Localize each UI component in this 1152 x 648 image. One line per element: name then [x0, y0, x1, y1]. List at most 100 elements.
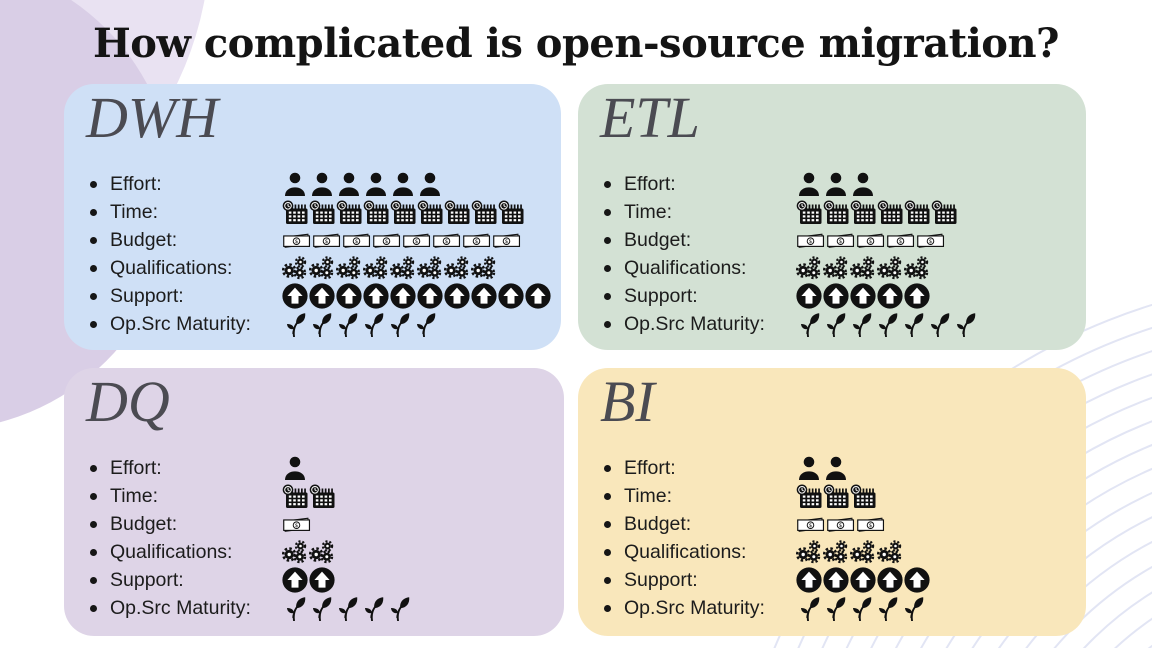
calendar-clock-icon — [877, 200, 903, 225]
arrow-up-circle-icon — [444, 283, 470, 309]
icon-row — [282, 283, 551, 309]
banknote-icon — [462, 231, 491, 250]
banknote-icon — [402, 231, 431, 250]
metric-label: Op.Src Maturity: — [624, 312, 765, 335]
card-title-script: BI — [600, 369, 655, 434]
gears-icon — [904, 256, 930, 280]
icon-row — [796, 200, 957, 225]
metric-row: Time: — [602, 482, 930, 510]
gears-icon — [850, 540, 876, 564]
metric-label: Qualifications: — [110, 256, 233, 279]
arrow-up-circle-icon — [796, 283, 822, 309]
metric-row: Effort: — [88, 170, 551, 198]
metric-row: Time: — [88, 198, 551, 226]
gears-icon — [877, 540, 903, 564]
seedling-icon — [308, 595, 333, 621]
metric-label: Op.Src Maturity: — [110, 596, 251, 619]
seedling-icon — [952, 311, 977, 337]
bullet-dot — [604, 548, 611, 556]
metric-row: Time: — [602, 198, 977, 226]
metric-label: Support: — [624, 284, 698, 307]
bullet-dot — [604, 208, 611, 216]
metric-label: Op.Src Maturity: — [110, 312, 251, 335]
icon-row — [282, 484, 335, 509]
bullet-dot — [90, 320, 97, 328]
gears-icon — [282, 540, 308, 564]
gears-icon — [471, 256, 497, 280]
person-icon — [850, 172, 876, 196]
person-icon — [336, 172, 362, 196]
icon-row — [282, 515, 311, 534]
metric-label: Budget: — [624, 512, 692, 535]
page-title: How complicated is open-source migration… — [92, 20, 1060, 67]
arrow-up-circle-icon — [309, 283, 335, 309]
calendar-clock-icon — [390, 200, 416, 225]
icon-row — [796, 172, 876, 196]
bullet-dot — [90, 180, 97, 188]
banknote-icon — [916, 231, 945, 250]
calendar-clock-icon — [850, 484, 876, 509]
gears-icon — [390, 256, 416, 280]
bullet-dot — [90, 604, 97, 612]
metric-rows: Effort:Time:Budget: Qualifications: Suppor… — [88, 170, 551, 338]
icon-row — [796, 484, 876, 509]
gears-icon — [877, 256, 903, 280]
metric-row: Support: — [602, 566, 930, 594]
metric-label: Support: — [110, 284, 184, 307]
banknote-icon — [282, 231, 311, 250]
person-icon — [823, 456, 849, 480]
seedling-icon — [282, 311, 307, 337]
metric-row: Support: — [602, 282, 977, 310]
calendar-clock-icon — [282, 484, 308, 509]
metric-label: Op.Src Maturity: — [624, 596, 765, 619]
calendar-clock-icon — [417, 200, 443, 225]
metric-label: Budget: — [624, 228, 692, 251]
icon-row — [796, 515, 885, 534]
bullet-dot — [604, 576, 611, 584]
calendar-clock-icon — [498, 200, 524, 225]
bullet-dot — [604, 264, 611, 272]
bullet-dot — [90, 292, 97, 300]
bullet-dot — [604, 180, 611, 188]
bullet-dot — [90, 492, 97, 500]
metric-label: Effort: — [110, 456, 162, 479]
bullet-dot — [90, 520, 97, 528]
icon-row — [796, 231, 945, 250]
seedling-icon — [796, 595, 821, 621]
calendar-clock-icon — [471, 200, 497, 225]
seedling-icon — [386, 311, 411, 337]
calendar-clock-icon — [823, 484, 849, 509]
arrow-up-circle-icon — [282, 567, 308, 593]
seedling-icon — [822, 595, 847, 621]
calendar-clock-icon — [850, 200, 876, 225]
gears-icon — [823, 256, 849, 280]
gears-icon — [850, 256, 876, 280]
seedling-icon — [848, 311, 873, 337]
card-title-script: DWH — [86, 85, 219, 150]
metric-row: Budget: — [602, 226, 977, 254]
person-icon — [796, 172, 822, 196]
arc-line — [1080, 630, 1152, 648]
icon-row — [796, 567, 930, 593]
icon-row — [796, 283, 930, 309]
metric-label: Effort: — [624, 172, 676, 195]
seedling-icon — [926, 311, 951, 337]
seedling-icon — [412, 311, 437, 337]
seedling-icon — [822, 311, 847, 337]
banknote-icon — [282, 515, 311, 534]
metric-label: Budget: — [110, 228, 178, 251]
card-etl: ETL Effort:Time:Budget:Qualifications:Su… — [578, 84, 1086, 350]
seedling-icon — [796, 311, 821, 337]
metric-rows: Effort:Time:Budget:Qualifications:Suppor… — [602, 454, 930, 622]
gears-icon — [417, 256, 443, 280]
bullet-dot — [604, 604, 611, 612]
arrow-up-circle-icon — [390, 283, 416, 309]
arrow-up-circle-icon — [877, 567, 903, 593]
calendar-clock-icon — [904, 200, 930, 225]
card-title-script: ETL — [600, 85, 700, 150]
card-title-script: DQ — [86, 369, 170, 434]
banknote-icon — [432, 231, 461, 250]
arrow-up-circle-icon — [904, 283, 930, 309]
gears-icon — [336, 256, 362, 280]
metric-row: Support: — [88, 282, 551, 310]
